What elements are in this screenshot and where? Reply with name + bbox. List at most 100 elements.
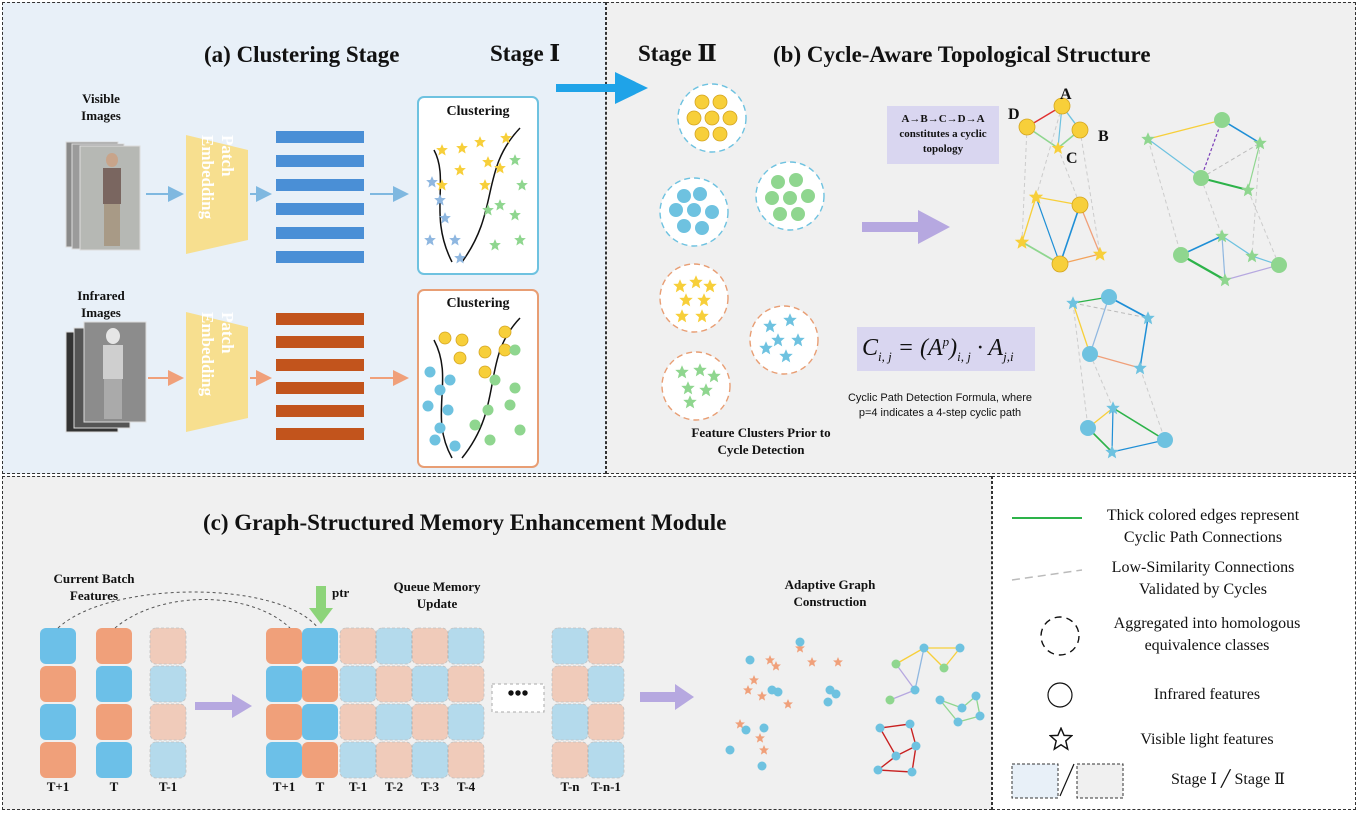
visible-token-stack — [276, 131, 364, 263]
feature-dot — [1193, 170, 1209, 186]
feature-star — [1092, 246, 1108, 261]
infrared-yellow-dot — [455, 333, 469, 347]
infrared-yellow-dot — [498, 325, 512, 339]
mini-node — [873, 765, 883, 775]
infrared-green-dot — [509, 382, 521, 394]
graph-orange-star — [833, 657, 843, 667]
batch-time-label: T+1 — [46, 779, 70, 794]
infrared-yellow-dot — [453, 351, 467, 365]
infrared-green-dot — [509, 344, 521, 356]
cluster-blue-dot — [693, 187, 707, 201]
graph-edge — [1147, 138, 1202, 179]
feature-star — [1133, 361, 1147, 375]
infrared-green-dot — [514, 424, 526, 436]
mini-node — [911, 741, 921, 751]
queue-tail-cell — [551, 703, 589, 741]
cluster-yellow-dot — [704, 110, 720, 126]
queue-cell — [266, 704, 302, 740]
infrared-token — [276, 336, 364, 348]
stage-c-panel — [2, 476, 992, 810]
graph-edge — [1079, 204, 1101, 255]
infrared-token-stack — [276, 313, 364, 440]
graph-edge — [895, 647, 925, 665]
cluster-green-dot — [765, 191, 779, 205]
queue-cell — [266, 628, 302, 664]
infrared-green-dot — [504, 399, 516, 411]
queue-tail-cell — [551, 741, 589, 779]
graph-edge — [1111, 407, 1114, 453]
cycle-note-box — [887, 106, 999, 164]
queue-cell — [302, 742, 338, 778]
current-batch-columns — [40, 627, 187, 779]
infrared-yellow-dot — [478, 345, 492, 359]
legend-text-4: Infrared features — [1153, 686, 1261, 703]
graph-edge — [1200, 119, 1223, 179]
graph-edge — [939, 699, 959, 723]
graph-edge — [1072, 302, 1149, 319]
node-label-b: B — [1098, 128, 1109, 145]
cluster-yellow-stars — [659, 263, 729, 333]
graph-orange-star — [743, 685, 753, 695]
graph-edge — [1247, 142, 1261, 191]
star-icon — [1049, 727, 1073, 750]
infrared-blue-dot — [422, 400, 434, 412]
graph-edge — [1021, 196, 1037, 243]
graph-edge — [1072, 302, 1091, 355]
batch-time-label: T-1 — [158, 779, 178, 794]
infrared-patch-embedding-block — [186, 312, 248, 432]
cross-edge — [1147, 138, 1182, 256]
mini-node — [891, 751, 901, 761]
cluster-blue-dot — [705, 205, 719, 219]
graph-edge — [1111, 439, 1166, 453]
queue-cell — [411, 703, 449, 741]
queue-cell — [266, 666, 302, 702]
adaptive-graph-label: Adaptive Graph Construction — [784, 577, 876, 609]
feature-dot — [1082, 346, 1098, 362]
graph-blue-dot — [831, 689, 841, 699]
queue-tail-cell — [587, 665, 625, 703]
graph-edge — [1139, 317, 1149, 369]
queue-cell — [411, 665, 449, 703]
queue-memory-columns — [266, 627, 625, 779]
queue-cell — [447, 703, 485, 741]
stage-b-title: (b) Cycle-Aware Topological Structure — [773, 42, 1151, 67]
batch-cell — [40, 628, 76, 664]
cluster-green-dot — [783, 191, 797, 205]
visible-patch-embedding-label: Patch Embedding — [198, 135, 237, 220]
legend-text-1: Thick colored edges represent Cyclic Pat… — [1106, 507, 1300, 546]
mini-node — [953, 717, 963, 727]
graph-blue-dot — [759, 723, 769, 733]
graph-edge — [1112, 407, 1166, 441]
batch-cell — [40, 742, 76, 778]
current-batch-label: Current Batch Features — [53, 571, 135, 603]
cluster-blue-dot — [669, 203, 683, 217]
queue-time-label: T+1 — [272, 779, 296, 794]
cluster-yellow-dot — [694, 126, 710, 142]
visible-token — [276, 227, 364, 239]
graph-blue-dot — [757, 761, 767, 771]
cluster-yellow-dot — [712, 126, 728, 142]
infrared-green-dot — [469, 419, 481, 431]
graph-orange-star — [783, 699, 793, 709]
infrared-blue-dot — [424, 366, 436, 378]
cross-edge — [1251, 142, 1261, 257]
batch-to-queue-arrow — [195, 694, 252, 718]
graph-orange-star — [765, 655, 775, 665]
mini-node — [905, 719, 915, 729]
infrared-yellow-dot — [438, 331, 452, 345]
cycle-note-text: A→B→C→D→A constitutes a cyclic topology — [899, 113, 987, 155]
cross-edge — [1200, 177, 1223, 237]
graph-orange-star — [755, 733, 765, 743]
graph-blue-dot — [823, 697, 833, 707]
graph-edge — [1221, 235, 1253, 257]
stage-b-graphs — [1014, 97, 1287, 459]
legend-text-5: Visible light features — [1140, 731, 1274, 748]
infrared-blue-dot — [434, 384, 446, 396]
queue-tail-cell — [587, 741, 625, 779]
clusters-caption: Feature Clusters Prior to Cycle Detectio… — [691, 425, 831, 457]
graph-edge — [1180, 254, 1226, 281]
feature-star — [1253, 136, 1267, 150]
visible-token — [276, 155, 364, 167]
cluster-yellow-dot — [722, 110, 738, 126]
